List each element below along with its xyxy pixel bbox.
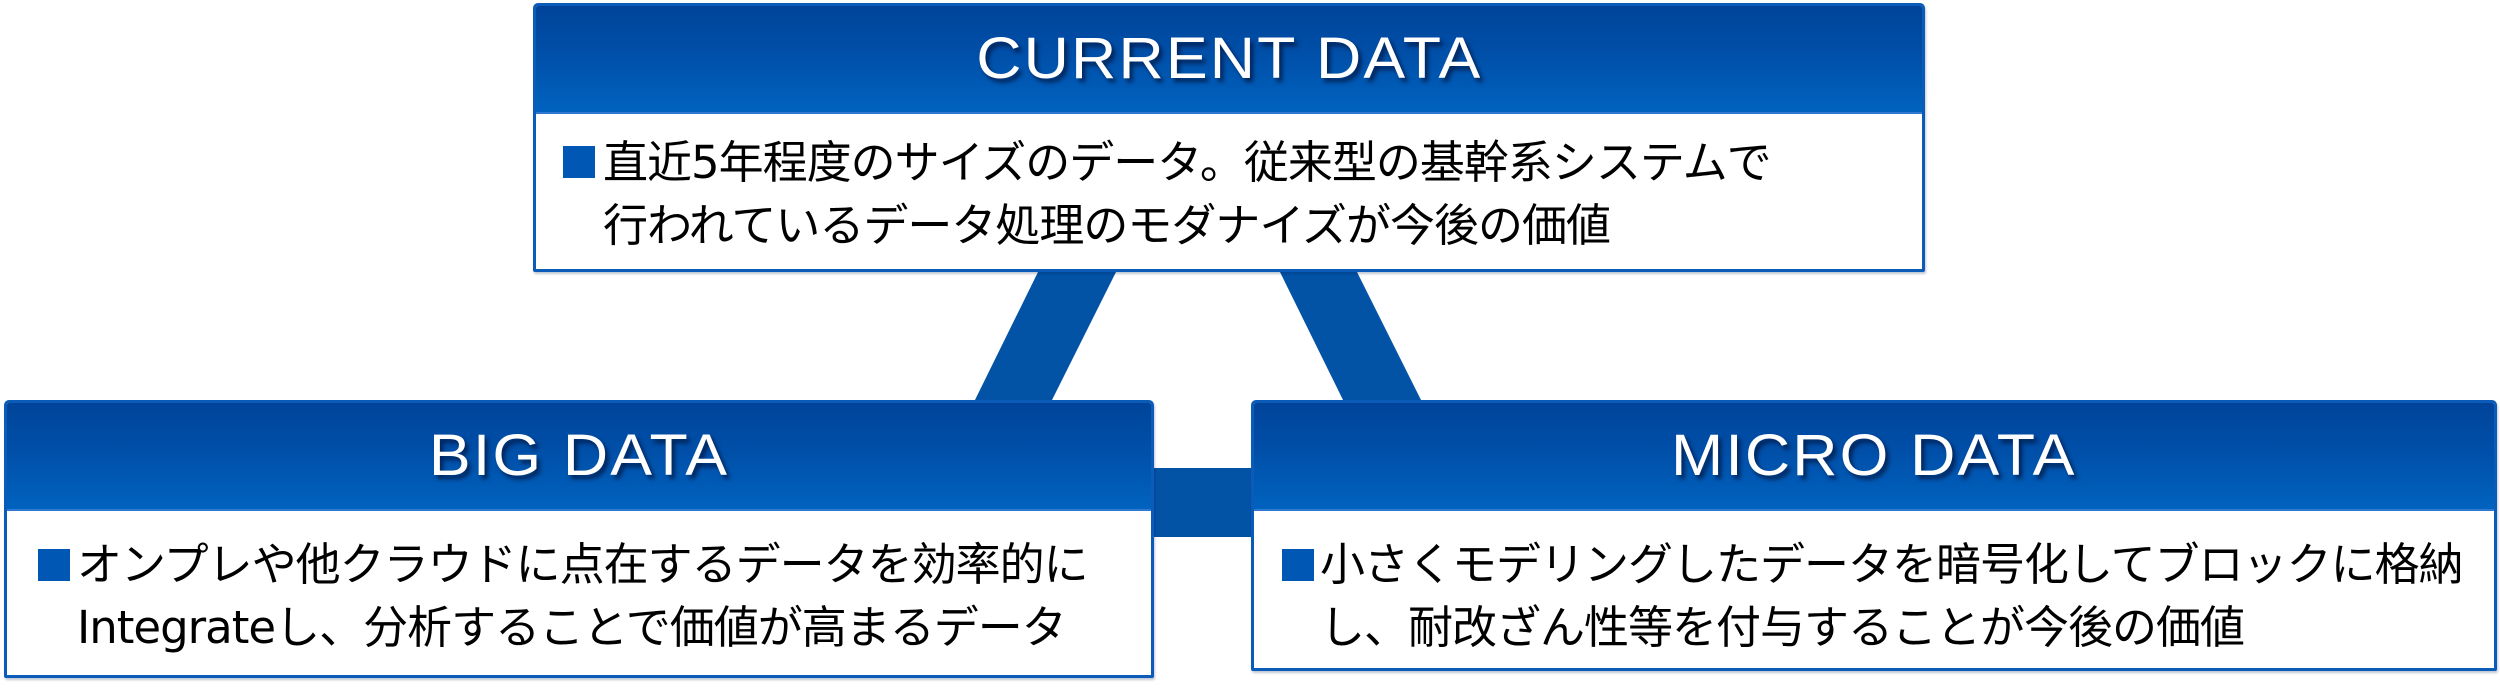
connector-current-to-big	[973, 268, 1118, 404]
current-data-box: CURRENT DATA 直近5年程度のサイズのデータ。従来型の基幹系システムで…	[533, 3, 1925, 272]
current-data-line-1: 直近5年程度のサイズのデータ。従来型の基幹系システムで	[603, 136, 1772, 189]
big-data-line-1: オンプレや他クラウドに点在するデータを効率的に	[77, 538, 1089, 591]
bullet-square-icon	[563, 146, 595, 178]
big-data-body: オンプレや他クラウドに点在するデータを効率的に Integrateし、分析するこ…	[7, 511, 1151, 675]
big-data-box: BIG DATA オンプレや他クラウドに点在するデータを効率的に Integra…	[4, 400, 1154, 678]
bullet-square-icon	[38, 549, 70, 581]
current-data-title: CURRENT DATA	[975, 26, 1483, 91]
big-data-line-2: Integrateし、分析することで価値が高まるデータ	[77, 601, 1067, 654]
bullet-square-icon	[1282, 549, 1314, 581]
micro-data-line-1: 小さくモデリングしたデータを暗号化してブロックに格納	[1320, 538, 2464, 591]
micro-data-body: 小さくモデリングしたデータを暗号化してブロックに格納 し、耐改ざん性等を付与する…	[1254, 511, 2494, 668]
current-data-header: CURRENT DATA	[536, 6, 1922, 114]
micro-data-line-2: し、耐改ざん性等を付与することが今後の価値	[1320, 601, 2245, 654]
micro-data-box: MICRO DATA 小さくモデリングしたデータを暗号化してブロックに格納 し、…	[1251, 400, 2497, 671]
current-data-line-2: 行われているデータ処理のモダナイズが今後の価値	[603, 199, 1611, 252]
connector-current-to-micro	[1278, 268, 1423, 404]
micro-data-header: MICRO DATA	[1254, 403, 2494, 511]
big-data-title: BIG DATA	[428, 423, 730, 488]
big-data-header: BIG DATA	[7, 403, 1151, 511]
current-data-body: 直近5年程度のサイズのデータ。従来型の基幹系システムで 行われているデータ処理の…	[536, 114, 1922, 269]
micro-data-title: MICRO DATA	[1671, 423, 2077, 488]
connector-big-to-micro	[1148, 468, 1256, 537]
